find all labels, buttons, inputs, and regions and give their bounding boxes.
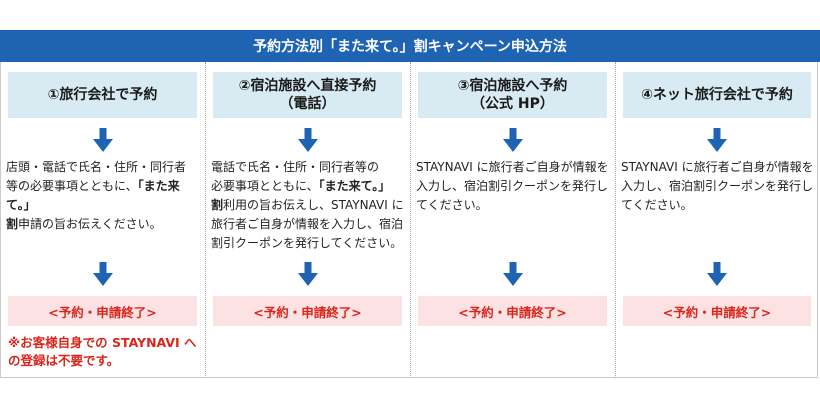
- method-description: 電話で氏名・住所・同行者等の 必要事項とともに、「また来て。」 割利用の旨お伝え…: [211, 158, 406, 253]
- method-description: STAYNAVI に旅行者ご自身が情報を入力し、宿泊割引クーポンを発行してくださ…: [621, 158, 815, 215]
- method-heading: ③宿泊施設へ予約 （公式 HP）: [418, 72, 607, 118]
- completion-text: <予約・申請終了>: [253, 304, 362, 320]
- heading-line: （公式 HP）: [471, 96, 554, 112]
- desc-text: 電話で氏名・住所・同行者等の: [211, 160, 380, 174]
- arrow-down-icon: [502, 262, 523, 286]
- column-divider: [410, 62, 411, 378]
- method-heading: ②宿泊施設へ直接予約 （電話）: [213, 72, 402, 118]
- arrow-down-icon: [297, 262, 318, 286]
- completion-label: <予約・申請終了>: [418, 296, 607, 326]
- heading-line: ④ネット旅行会社で予約: [641, 87, 793, 103]
- heading-line: （電話）: [279, 96, 336, 112]
- column-divider: [205, 62, 206, 378]
- campaign-banner: 予約方法別「また来て。」割キャンペーン申込方法: [0, 30, 820, 62]
- arrow-down-icon: [502, 128, 523, 152]
- completion-label: <予約・申請終了>: [213, 296, 402, 326]
- heading-line: ①旅行会社で予約: [47, 87, 158, 103]
- desc-text: 申請の旨お伝えください。: [18, 217, 162, 231]
- method-heading: ④ネット旅行会社で予約: [623, 72, 811, 118]
- note-text: ※お客様自身での STAYNAVI への登録は不要です。: [8, 335, 197, 368]
- desc-text-bold: 割: [211, 198, 224, 212]
- desc-text: STAYNAVI に旅行者ご自身が情報を入力し、宿泊割引クーポンを発行してくださ…: [416, 160, 609, 212]
- column-divider: [615, 62, 616, 378]
- desc-text: 必要事項とともに、: [211, 179, 319, 193]
- registration-note: ※お客様自身での STAYNAVI への登録は不要です。: [8, 334, 199, 370]
- completion-label: <予約・申請終了>: [623, 296, 811, 326]
- arrow-down-icon: [92, 128, 113, 152]
- arrow-down-icon: [707, 128, 727, 152]
- method-description: STAYNAVI に旅行者ご自身が情報を入力し、宿泊割引クーポンを発行してくださ…: [416, 158, 611, 215]
- desc-text: 等の必要事項とともに、: [6, 179, 138, 193]
- method-column-online-agency: ④ネット旅行会社で予約 STAYNAVI に旅行者ご自身が情報を入力し、宿泊割引…: [615, 62, 819, 378]
- arrow-down-icon: [707, 262, 727, 286]
- method-column-direct-phone: ②宿泊施設へ直接予約 （電話） 電話で氏名・住所・同行者等の 必要事項とともに、…: [205, 62, 410, 378]
- method-description: 店頭・電話で氏名・住所・同行者 等の必要事項とともに、「また来て。」 割申請の旨…: [6, 158, 201, 234]
- method-heading: ①旅行会社で予約: [8, 72, 197, 118]
- desc-text: 利用の旨お伝えし、STAYNAVI に旅行者ご自身が情報を入力し、宿泊割引クーポ…: [211, 198, 404, 250]
- completion-text: <予約・申請終了>: [48, 304, 157, 320]
- method-column-travel-agency: ①旅行会社で予約 店頭・電話で氏名・住所・同行者 等の必要事項とともに、「また来…: [0, 62, 205, 378]
- methods-panel: [0, 62, 818, 378]
- method-column-official-site: ③宿泊施設へ予約 （公式 HP） STAYNAVI に旅行者ご自身が情報を入力し…: [410, 62, 615, 378]
- heading-line: ③宿泊施設へ予約: [457, 78, 568, 94]
- completion-text: <予約・申請終了>: [458, 304, 567, 320]
- arrow-down-icon: [297, 128, 318, 152]
- desc-text-bold: 割: [6, 217, 19, 231]
- desc-text: STAYNAVI に旅行者ご自身が情報を入力し、宿泊割引クーポンを発行してくださ…: [621, 160, 814, 212]
- banner-title: 予約方法別「また来て。」割キャンペーン申込方法: [253, 39, 567, 55]
- desc-text-bold: 「また来て。」: [6, 179, 180, 212]
- arrow-down-icon: [92, 262, 113, 286]
- heading-line: ②宿泊施設へ直接予約: [238, 78, 377, 94]
- desc-text: 店頭・電話で氏名・住所・同行者: [6, 160, 187, 174]
- completion-text: <予約・申請終了>: [662, 304, 772, 320]
- completion-label: <予約・申請終了>: [8, 296, 197, 326]
- desc-text-bold: 「また来て。」: [318, 179, 391, 193]
